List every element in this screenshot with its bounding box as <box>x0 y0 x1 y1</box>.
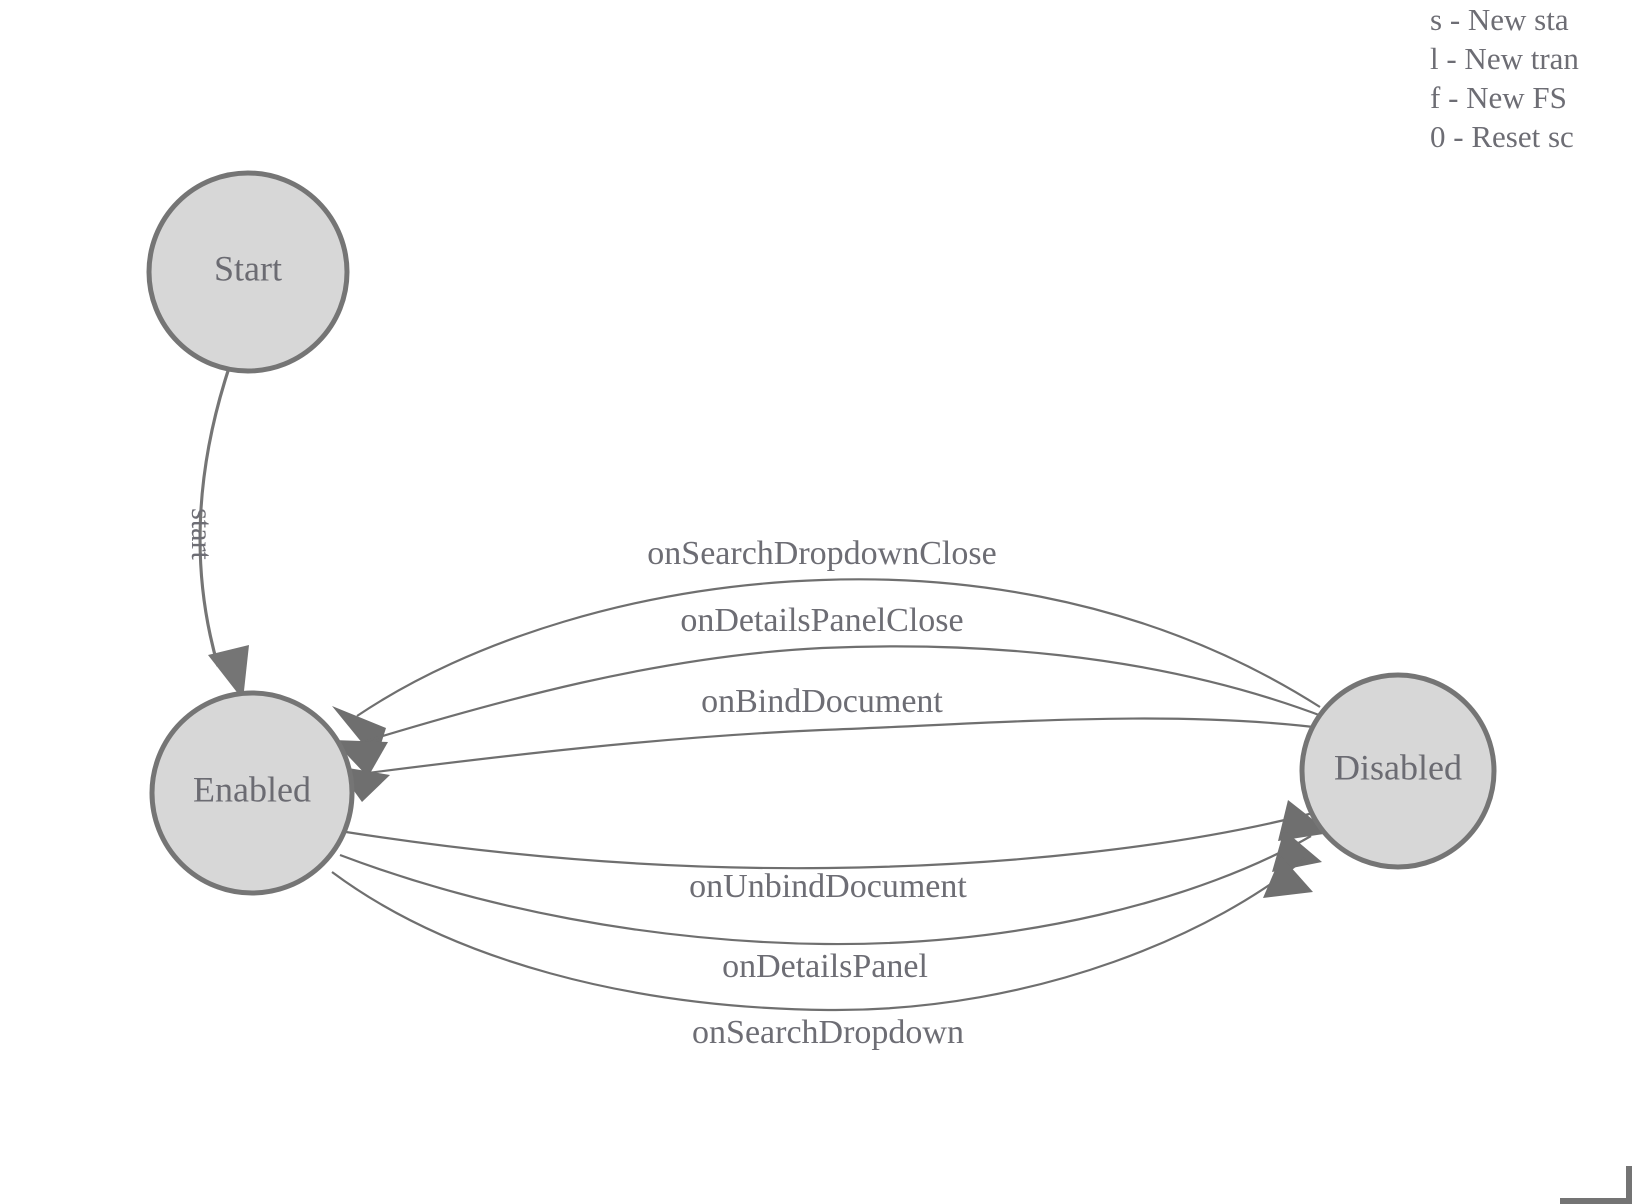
state-node-enabled-label: Enabled <box>193 769 311 809</box>
transition-on-details-panel-label: onDetailsPanel <box>722 948 928 985</box>
transition-on-bind-document-path <box>351 717 1331 777</box>
transition-on-search-dropdown-close-label: onSearchDropdownClose <box>647 535 996 572</box>
state-node-start[interactable]: Start <box>146 170 350 374</box>
state-node-disabled-circle[interactable] <box>1299 672 1497 870</box>
transition-start-path <box>198 370 230 667</box>
help-line-new-fsm: f - New FS <box>1430 80 1567 115</box>
transition-start-label: start <box>185 508 218 560</box>
transition-on-search-dropdown-path <box>331 857 1306 1012</box>
state-node-disabled[interactable]: Disabled <box>1299 672 1497 870</box>
state-node-start-label: Start <box>214 248 282 288</box>
transition-on-unbind-document-arrowhead <box>1278 800 1330 841</box>
help-line-reset: 0 - Reset sc <box>1430 119 1574 154</box>
transition-on-details-panel-close-path <box>352 645 1328 747</box>
transition-on-search-dropdown-arrowhead <box>1263 856 1313 898</box>
transition-on-search-dropdown[interactable]: onSearchDropdown <box>331 856 1313 1051</box>
transition-on-bind-document[interactable]: onBindDocument <box>336 683 1331 802</box>
transition-on-details-panel-close[interactable]: onDetailsPanelClose <box>333 602 1328 777</box>
help-line-new-state: s - New sta <box>1430 2 1569 37</box>
transition-on-unbind-document-path <box>345 810 1318 870</box>
state-node-enabled-circle[interactable] <box>149 690 355 896</box>
state-node-enabled[interactable]: Enabled <box>149 690 355 896</box>
help-line-new-transition: l - New tran <box>1430 41 1579 76</box>
transition-on-details-panel-close-arrowhead <box>333 740 388 777</box>
transition-on-unbind-document-label: onUnbindDocument <box>689 868 967 905</box>
help-overlay: s - New sta l - New tran f - New FS 0 - … <box>1430 0 1632 156</box>
transition-on-details-panel-path <box>339 835 1312 946</box>
transition-on-details-panel[interactable]: onDetailsPanel <box>339 830 1322 985</box>
transition-start-arrowhead <box>208 645 249 700</box>
transition-on-bind-document-label: onBindDocument <box>701 683 943 720</box>
transition-on-search-dropdown-close-path <box>356 578 1321 717</box>
transition-on-unbind-document[interactable]: onUnbindDocument <box>345 800 1330 905</box>
state-node-start-circle[interactable] <box>146 170 350 374</box>
transition-on-details-panel-close-label: onDetailsPanelClose <box>680 602 963 639</box>
transition-start[interactable]: start <box>185 370 249 700</box>
resize-corner-handle[interactable] <box>1560 1166 1632 1204</box>
state-node-disabled-label: Disabled <box>1334 747 1462 787</box>
transition-on-search-dropdown-label: onSearchDropdown <box>692 1014 964 1051</box>
